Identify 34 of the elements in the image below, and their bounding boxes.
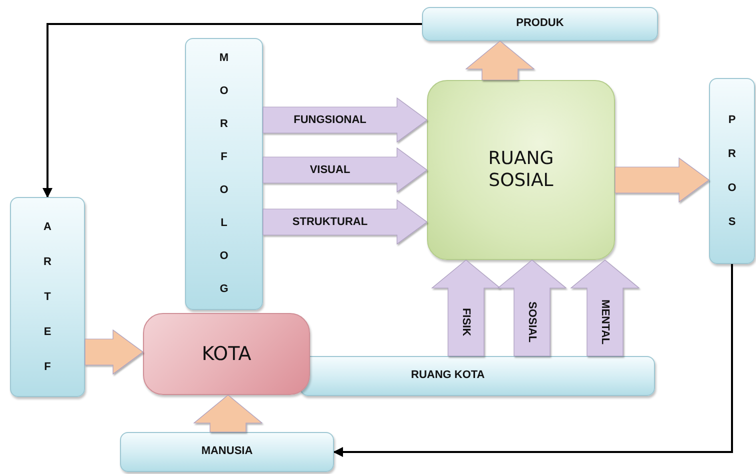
node-label: PRODUK [516,17,564,31]
node-label: ARTEF [42,220,52,374]
node-label: RUANG SOSIAL [487,148,555,192]
edge-label: MENTAL [599,300,611,344]
block-arrow [570,260,640,356]
vertical-box [10,197,85,397]
block-arrow [262,97,428,143]
node-label: RUANG KOTA [411,369,485,383]
block-arrow [84,329,144,375]
vertical-box [709,78,755,264]
edge-label: STRUKTURAL [292,216,368,228]
process-box [143,313,310,395]
node-label: PROS [726,113,738,230]
block-arrow [614,157,710,203]
node-label: KOTA [200,342,252,366]
edge-label: FUNGSIONAL [294,114,366,126]
block-arrow [431,260,501,356]
bar-box [422,7,658,41]
bar-box [120,432,334,472]
edge-label: FISIK [460,308,472,336]
vertical-box [185,38,263,310]
block-arrow [193,394,263,432]
node-label: MANUSIA [201,445,253,459]
block-arrow [262,199,428,245]
edge-label: SOSIAL [526,302,538,342]
bar-box [300,356,655,396]
node-label: MORFOLOG [218,51,230,297]
arrow [42,23,422,198]
block-arrow [262,147,428,193]
arrow [333,264,733,457]
block-arrow [497,260,567,356]
block-arrow [465,40,535,80]
process-box [427,80,615,260]
edge-label: VISUAL [310,164,350,176]
